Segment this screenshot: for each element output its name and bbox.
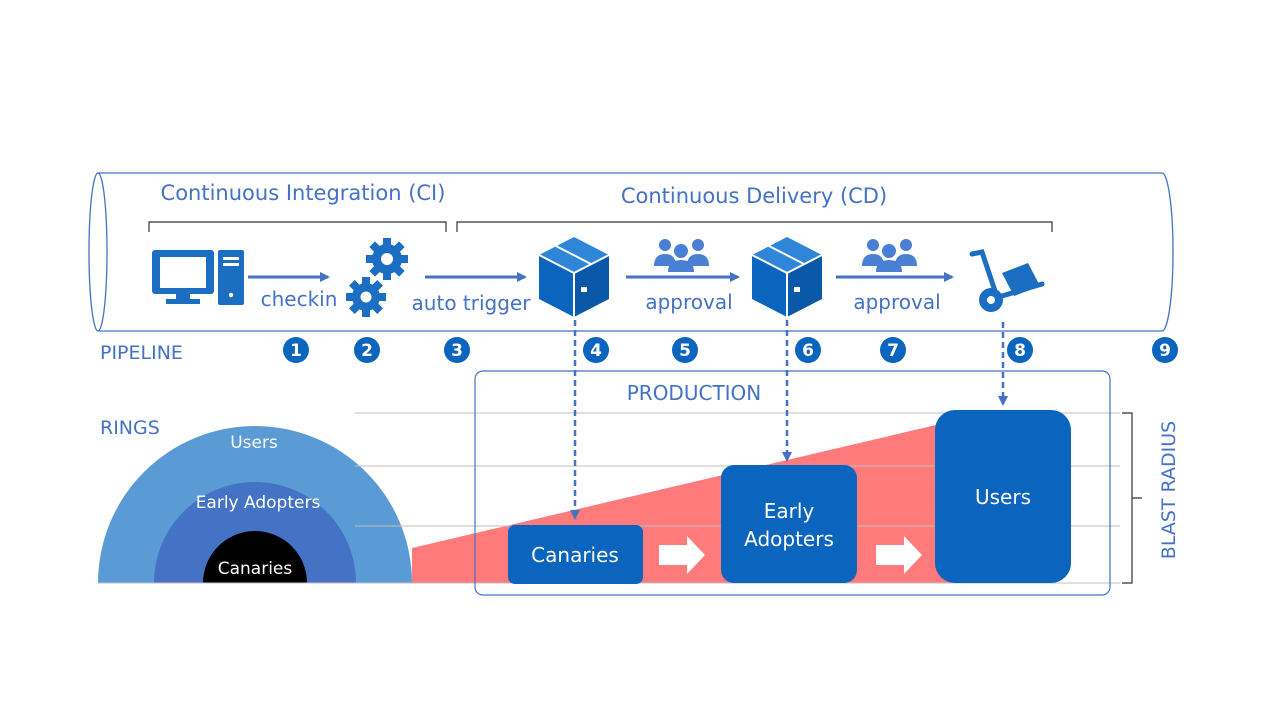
step-badge-2: 2 [354,337,380,363]
ci-heading: Continuous Integration (CI) [161,181,446,205]
cd-bracket [456,221,1053,232]
step-number: 4 [590,341,602,361]
blast-radius-label: BLAST RADIUS [1158,421,1180,559]
box-canaries [508,525,643,584]
gears-icon [346,238,408,317]
step-number: 3 [451,341,463,361]
ring-canaries-label: Canaries [218,559,293,579]
ring-users-label: Users [230,433,278,453]
ci-bracket [148,221,447,232]
step-number: 9 [1159,341,1171,361]
pipeline-label: PIPELINE [100,342,183,364]
step-badge-8: 8 [1007,337,1033,363]
step-badge-9: 9 [1152,337,1178,363]
blast-radius-bracket [1122,412,1142,584]
production-frame [474,370,1111,596]
approval-label-1: approval [645,290,732,314]
flow-arrow-1 [659,536,705,574]
flow-arrow-2 [876,536,922,574]
approval-label-2: approval [853,290,940,314]
package-icon [538,237,610,317]
step-number: 7 [887,341,899,361]
box-users-label: Users [975,485,1031,509]
cd-heading: Continuous Delivery (CD) [621,184,887,208]
rings-label: RINGS [100,417,160,439]
step-number: 8 [1014,341,1026,361]
auto-trigger-label: auto trigger [412,291,532,315]
step-badge-1: 1 [283,337,309,363]
checkin-label: checkin [261,287,338,311]
box-canaries-label: Canaries [531,543,619,567]
step-badge-7: 7 [880,337,906,363]
step-number: 1 [290,341,302,361]
ring-early-adopters-label: Early Adopters [196,493,321,513]
team-icon [862,239,917,272]
production-label: PRODUCTION [627,381,762,405]
hand-truck-icon [969,249,1045,312]
step-number: 2 [361,341,373,361]
box-early-adopters [721,465,857,583]
step-badges: 1 2 3 4 5 6 7 8 9 [283,337,1178,363]
box-early-adopters-line1: Early [764,499,815,523]
team-icon [654,239,709,272]
ring-inner [203,531,307,583]
step-badge-3: 3 [444,337,470,363]
step-badge-5: 5 [672,337,698,363]
deploy-arrows [570,320,1008,520]
package-icon [751,237,823,317]
box-users [935,410,1071,583]
step-number: 5 [679,341,691,361]
step-badge-4: 4 [583,337,609,363]
step-badge-6: 6 [795,337,821,363]
box-early-adopters-line2: Adopters [744,527,834,551]
pipeline-cylinder [88,172,1174,332]
step-number: 6 [802,341,814,361]
computer-icon [152,250,244,305]
